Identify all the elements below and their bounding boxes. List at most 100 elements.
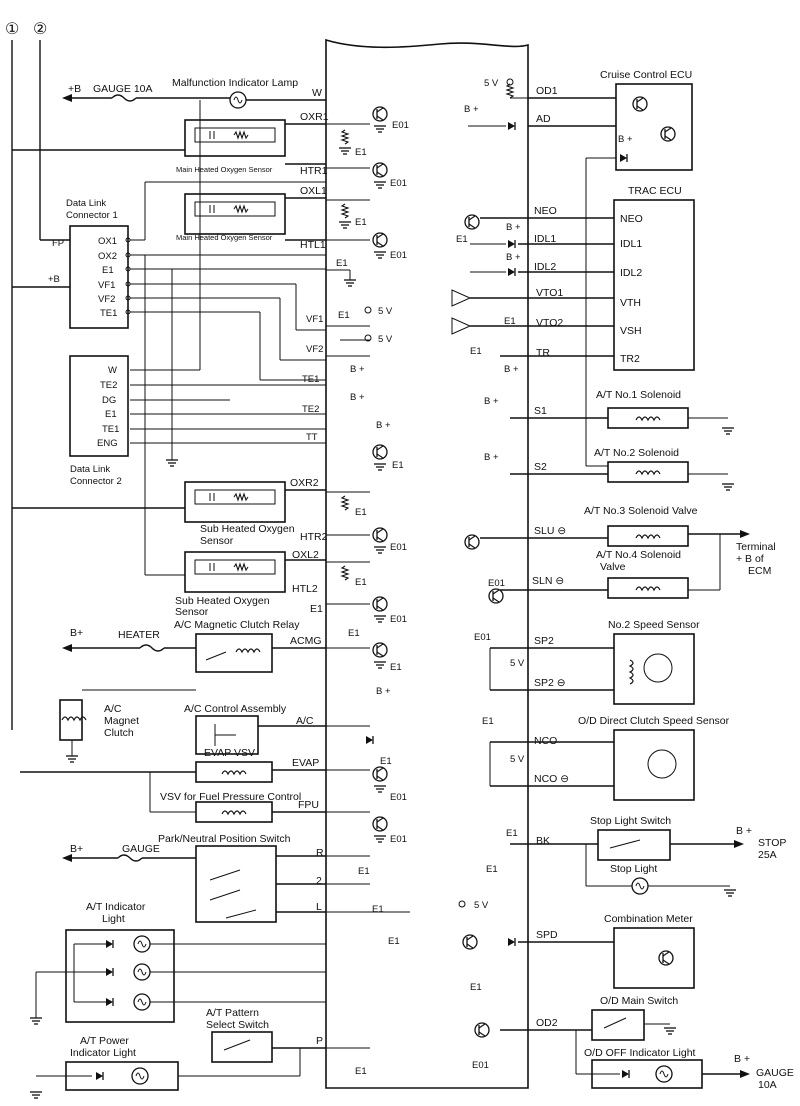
sol2-label: A/T No.2 Solenoid <box>594 447 679 459</box>
pin-fpu: FPU <box>298 799 319 811</box>
svg-text:ENG: ENG <box>97 438 118 449</box>
stop-fuse-label: 25A <box>758 849 777 861</box>
heater-label: HEATER <box>118 629 160 641</box>
pin-r: R <box>316 847 324 859</box>
svg-text:TE1: TE1 <box>100 308 117 319</box>
stop-switch-box <box>597 829 671 861</box>
pin-slu: SLU ⊖ <box>534 525 566 537</box>
pin-ad: AD <box>536 113 551 125</box>
svg-text:E1: E1 <box>348 628 360 639</box>
svg-text:E1: E1 <box>336 258 348 269</box>
sol1-label: A/T No.1 Solenoid <box>596 389 681 401</box>
gauge-out-fuse-label: 10A <box>758 1079 777 1091</box>
pin-te2: TE2 <box>302 404 319 415</box>
sol3-box <box>607 525 689 547</box>
pin-idl2: IDL2 <box>534 261 556 273</box>
mil-bulb-icon <box>229 91 247 109</box>
svg-text:A/C: A/C <box>104 703 122 715</box>
svg-text:E1: E1 <box>355 147 367 158</box>
svg-text:E01: E01 <box>474 632 491 643</box>
svg-text:E1: E1 <box>392 460 404 471</box>
svg-text:W: W <box>108 365 117 376</box>
svg-text:5 V: 5 V <box>378 334 393 345</box>
ac-relay-label: A/C Magnetic Clutch Relay <box>174 619 300 631</box>
sol4-box <box>607 577 689 599</box>
od-sensor-box <box>613 729 695 801</box>
svg-text:FP: FP <box>52 238 64 249</box>
dlc2-title-1: Data Link <box>70 464 110 475</box>
svg-text:E1: E1 <box>456 234 468 245</box>
pin-sp2: SP2 <box>534 635 554 647</box>
cruise-ecu-box <box>615 83 693 171</box>
speed2-label: No.2 Speed Sensor <box>608 619 700 631</box>
ac-control-box <box>195 715 259 755</box>
terminal-label-3: ECM <box>748 565 771 577</box>
evap-vsv-label: EVAP VSV <box>204 747 255 759</box>
terminal-label-2: + B of <box>736 553 764 565</box>
pin-htl1: HTL1 <box>300 239 326 251</box>
at-indicator-label-2: Light <box>102 913 125 925</box>
pin-sln: SLN ⊖ <box>532 575 564 587</box>
svg-text:DG: DG <box>102 395 116 406</box>
svg-text:B +: B + <box>618 134 633 145</box>
stop-light-label: Stop Light <box>610 863 657 875</box>
svg-text:E01: E01 <box>392 120 409 131</box>
pin-htl2: HTL2 <box>292 583 318 595</box>
pin-s2: S2 <box>534 461 547 473</box>
svg-text:VF2: VF2 <box>98 294 115 305</box>
svg-text:E01: E01 <box>390 614 407 625</box>
svg-text:E1: E1 <box>470 346 482 357</box>
svg-text:B +: B + <box>504 364 519 375</box>
od-sensor-label: O/D Direct Clutch Speed Sensor <box>578 715 730 727</box>
svg-text:B +: B + <box>464 104 479 115</box>
svg-text:5 V: 5 V <box>484 78 499 89</box>
pin-l: L <box>316 901 322 913</box>
svg-text:E1: E1 <box>105 409 117 420</box>
sub-o2-sensor-1-label-1: Sub Heated Oxygen <box>200 523 295 535</box>
svg-text:E1: E1 <box>388 936 400 947</box>
speed2-box <box>613 633 695 705</box>
svg-text:E1: E1 <box>355 217 367 228</box>
pin-oxr2: OXR2 <box>290 477 319 489</box>
svg-text:B +: B + <box>484 452 499 463</box>
marker-1: ① <box>5 21 19 38</box>
svg-text:IDL2: IDL2 <box>620 267 642 279</box>
main-o2-sensor-1-box <box>184 119 286 157</box>
sol3-label: A/T No.3 Solenoid Valve <box>584 505 698 517</box>
main-o2-sensor-1-label: Main Heated Oxygen Sensor <box>176 165 273 174</box>
svg-text:Clutch: Clutch <box>104 727 134 739</box>
evap-vsv-box <box>195 761 273 783</box>
pin-s1: S1 <box>534 405 547 417</box>
svg-text:Magnet: Magnet <box>104 715 139 727</box>
pin-tr: TR <box>536 347 550 359</box>
comb-meter-box <box>613 927 695 989</box>
at-power-label-2: Indicator Light <box>70 1047 136 1059</box>
dlc1-box <box>69 225 129 329</box>
pin-acmg: ACMG <box>290 635 322 647</box>
sol1-box <box>607 407 689 429</box>
svg-text:B+: B+ <box>70 843 83 855</box>
svg-text:NEO: NEO <box>620 213 643 225</box>
fuse-icon <box>111 94 137 102</box>
pin-2: 2 <box>316 875 322 887</box>
at-pattern-label-2: Select Switch <box>206 1019 269 1031</box>
sol4-label-2: Valve <box>600 561 626 573</box>
trac-ecu-label: TRAC ECU <box>628 185 682 197</box>
pin-vto2: VTO2 <box>536 317 563 329</box>
svg-text:E01: E01 <box>390 834 407 845</box>
svg-text:OX1: OX1 <box>98 236 117 247</box>
vsv-fuel-box <box>195 801 273 823</box>
pin-te1: TE1 <box>302 374 319 385</box>
svg-text:B +: B + <box>350 364 365 375</box>
svg-text:E1: E1 <box>355 507 367 518</box>
dlc1-pins: OX1 OX2 E1 VF1 VF2 TE1 <box>98 236 117 319</box>
pin-oxl2: OXL2 <box>292 549 319 561</box>
pin-neo: NEO <box>534 205 557 217</box>
pin-oxl1: OXL1 <box>300 185 327 197</box>
svg-text:E1: E1 <box>355 1066 367 1077</box>
pin-ncon: NCO ⊖ <box>534 773 569 785</box>
at-power-label-1: A/T Power <box>80 1035 129 1047</box>
pn-switch-box <box>195 845 277 923</box>
sub-o2-sensor-2-label-1: Sub Heated Oxygen <box>175 595 270 607</box>
svg-text:5 V: 5 V <box>378 306 393 317</box>
